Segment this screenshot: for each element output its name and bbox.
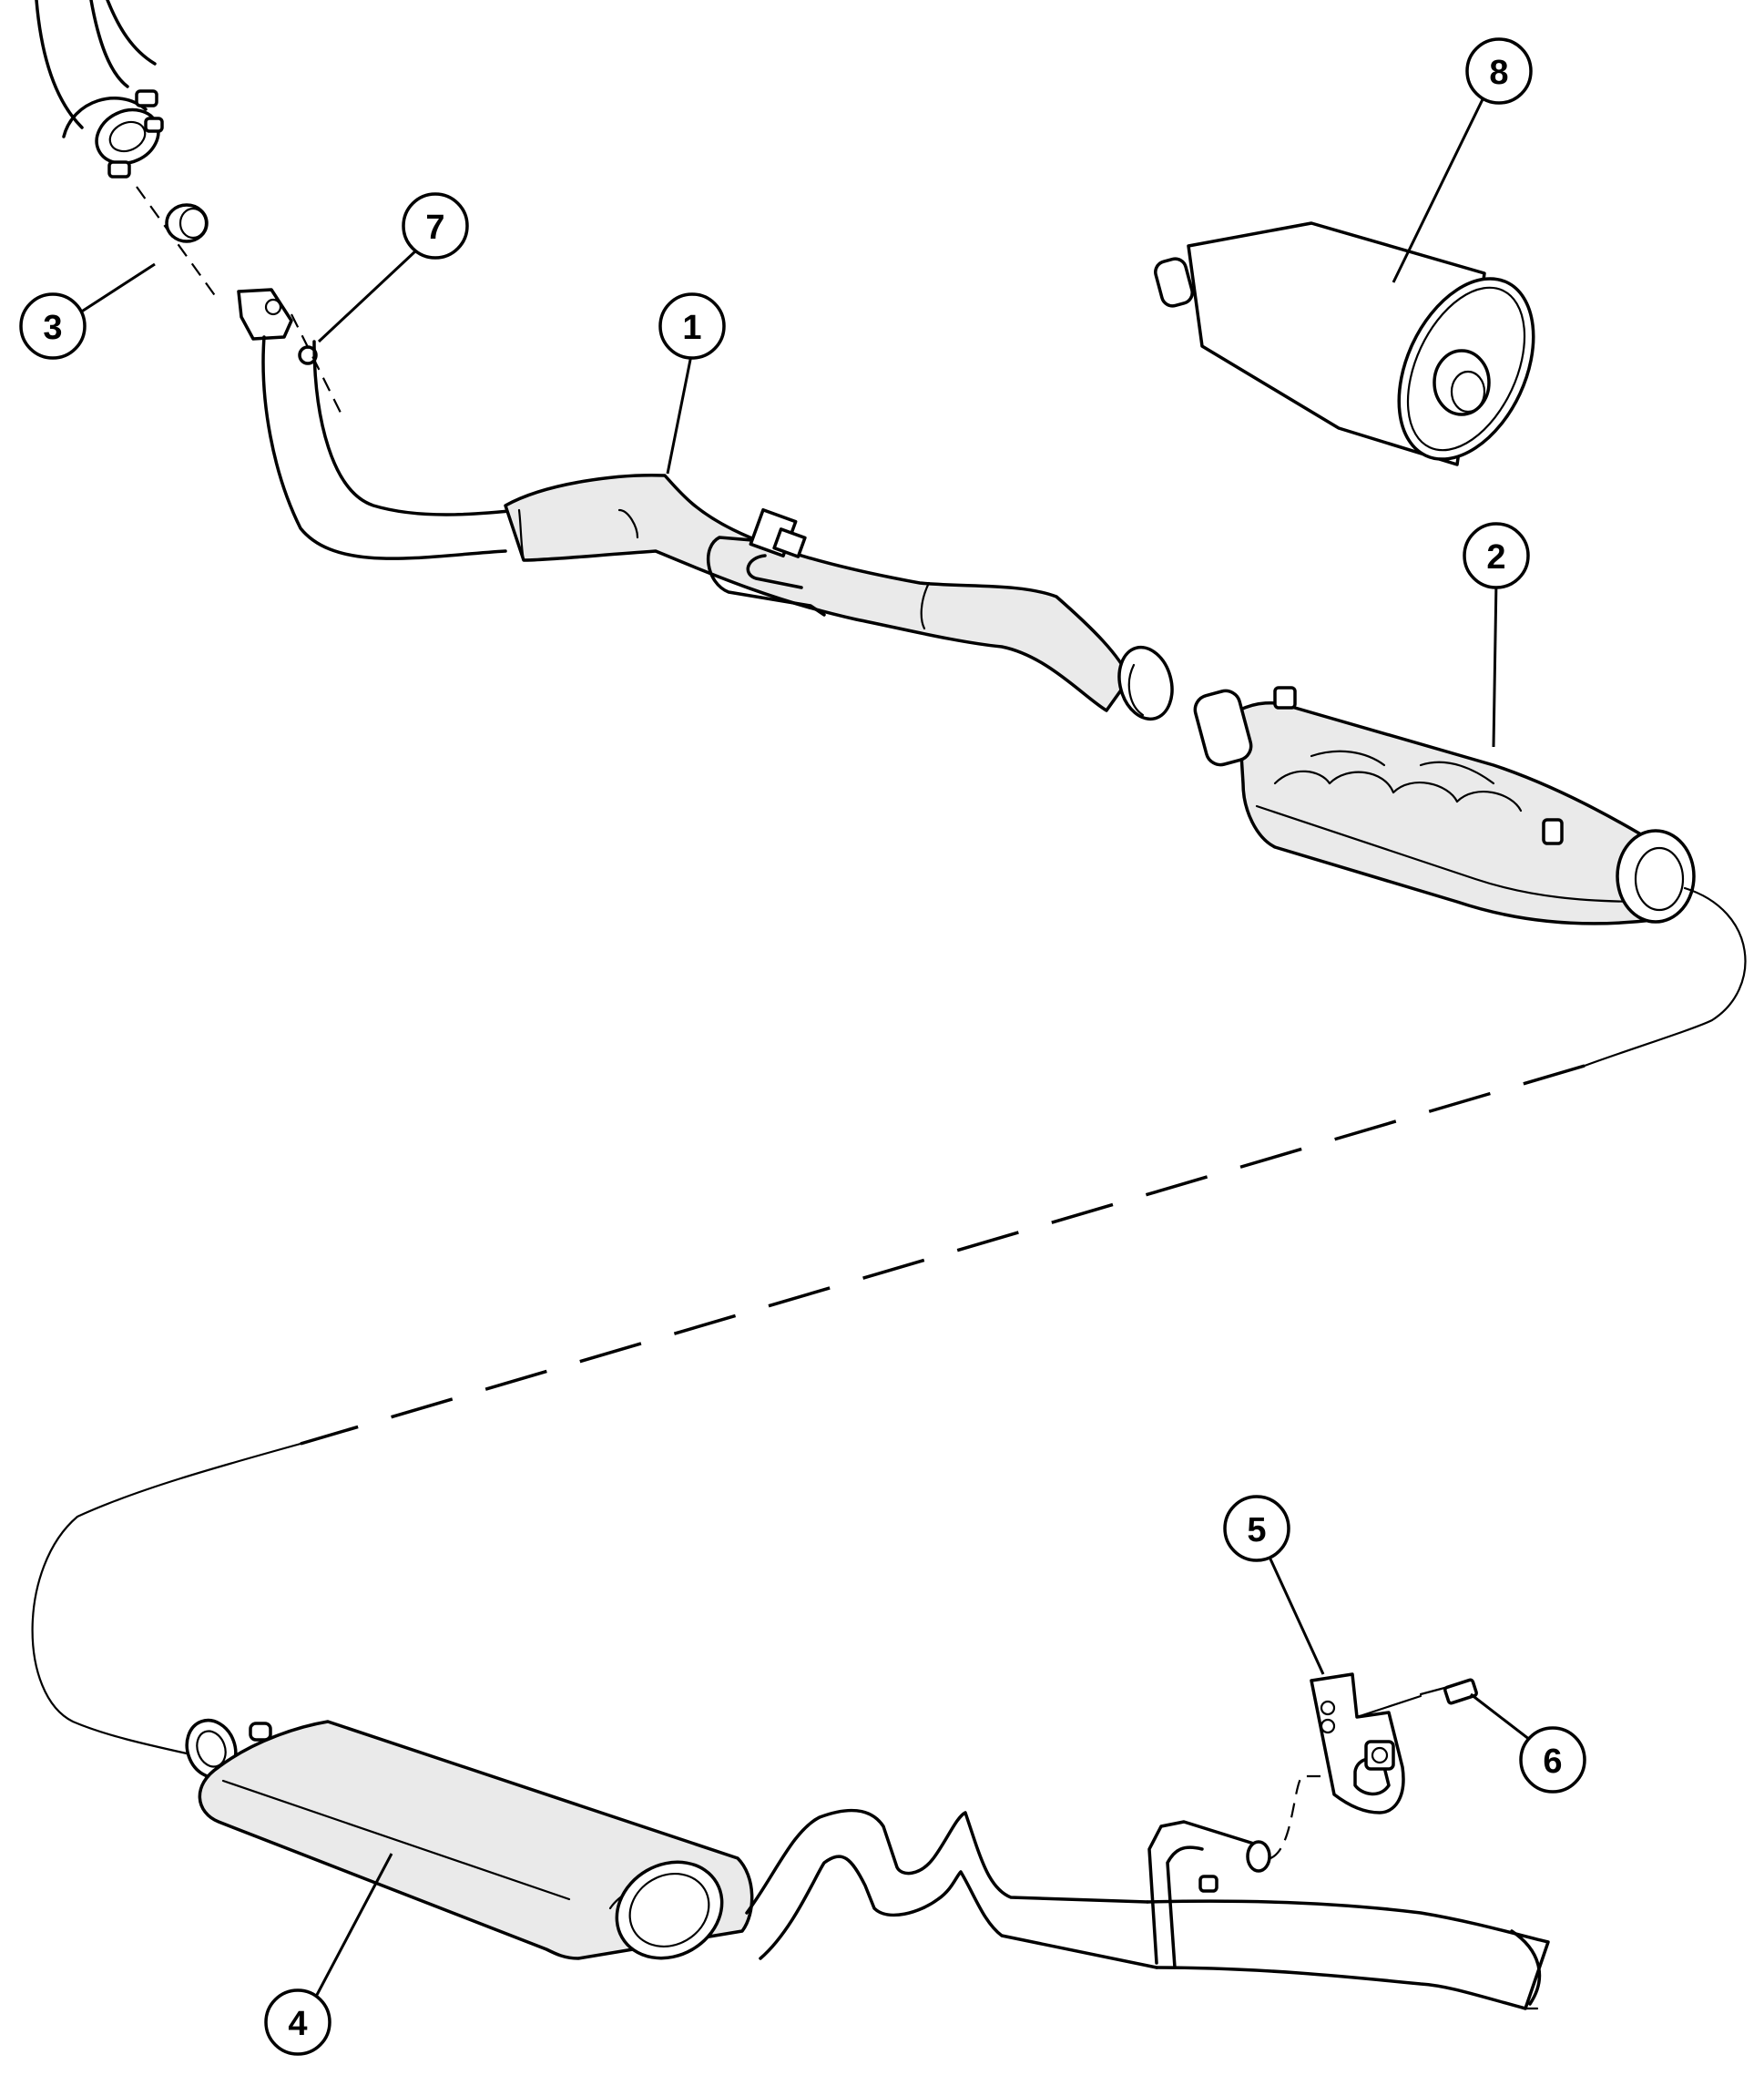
callout-5: 5	[1223, 1495, 1325, 1675]
connection-line-bottom	[31, 1442, 302, 1755]
callout-label-4: 4	[288, 2005, 307, 2043]
callout-label-1: 1	[682, 309, 701, 347]
exhaust-manifold	[35, 0, 164, 179]
hanger-bracket-part-5	[1310, 1672, 1405, 1814]
callout-label-6: 6	[1543, 1743, 1562, 1781]
callout-label-8: 8	[1489, 54, 1508, 92]
callout-label-2: 2	[1486, 538, 1505, 577]
callout-7: 7	[317, 192, 469, 343]
connection-line-dashed	[300, 1064, 1586, 1446]
catalytic-converter-part-2	[1193, 686, 1696, 925]
gasket-part-3	[136, 186, 219, 302]
callout-6: 6	[1470, 1692, 1586, 1794]
callout-1: 1	[658, 292, 726, 475]
callout-label-3: 3	[43, 309, 62, 347]
callout-2: 2	[1463, 522, 1530, 748]
front-pipe-part-1	[237, 288, 1174, 721]
connection-line-top	[1583, 886, 1747, 1068]
nut-part-7	[291, 313, 342, 415]
callout-label-7: 7	[425, 209, 444, 247]
muffler-part-8	[1154, 221, 1535, 466]
callout-4: 4	[264, 1853, 393, 2056]
callout-8: 8	[1392, 37, 1533, 283]
muffler-tailpipe-part-4	[185, 1718, 1550, 2010]
callout-label-5: 5	[1247, 1511, 1266, 1549]
bolt-part-6	[1355, 1678, 1478, 1719]
callout-3: 3	[19, 262, 156, 360]
